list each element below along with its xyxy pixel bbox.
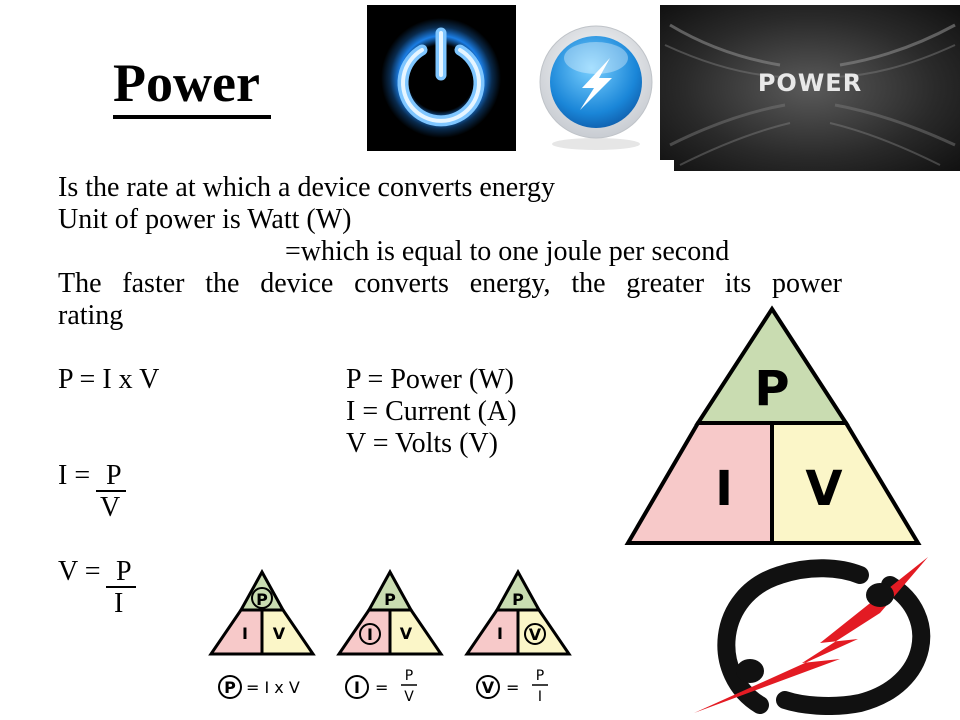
- arc-left: [717, 559, 869, 714]
- mini-label-v: V: [400, 624, 413, 643]
- mini-label-p: P: [256, 590, 268, 609]
- formula-voltage-numerator: P: [116, 556, 132, 587]
- definition-line: Is the rate at which a device converts e…: [58, 172, 556, 203]
- mini-label-i: I: [367, 625, 373, 644]
- lightning-logo: [694, 557, 931, 715]
- mini-label-p: P: [512, 590, 524, 609]
- mini-eq-numerator: P: [405, 668, 413, 684]
- banner-title: POWER: [757, 69, 863, 97]
- mini-eq-numerator: P: [536, 668, 544, 684]
- mini-label-i: I: [242, 624, 248, 643]
- mini-eq-symbol: P: [224, 678, 236, 697]
- faster-line: The faster the device converts energy, t…: [58, 268, 842, 299]
- title-underline: [113, 115, 271, 119]
- power-button-image: [367, 5, 516, 151]
- mini-triangle-voltage: P I V V = P I: [464, 568, 572, 705]
- mini-triangle-current: P I V I = P V: [336, 568, 444, 705]
- arc-right: [776, 576, 931, 715]
- rating-line: rating: [58, 300, 124, 331]
- left-fist-icon: [736, 659, 764, 683]
- power-banner-graphic: [660, 5, 960, 171]
- mini-eq-symbol: V: [482, 678, 495, 697]
- mini-eq-denominator: I: [538, 689, 542, 705]
- legend-power: P = Power (W): [346, 364, 514, 395]
- formula-voltage-denominator: I: [114, 588, 124, 619]
- fraction-bar: [96, 490, 126, 492]
- power-button-icon: [381, 18, 501, 138]
- svg-text:=: =: [375, 678, 388, 697]
- mini-label-v: V: [529, 625, 542, 644]
- svg-text:=: =: [506, 678, 519, 697]
- formula-power: P = I x V: [58, 364, 160, 395]
- page-title: Power: [113, 53, 260, 113]
- triangle-label-v: V: [805, 461, 842, 517]
- formula-voltage-lhs: V =: [58, 556, 101, 587]
- mini-eq-symbol: I: [354, 678, 360, 697]
- piv-triangle-diagram: P I V: [624, 305, 922, 545]
- lightning-orb-image: [536, 22, 656, 152]
- legend-volts: V = Volts (V): [346, 428, 498, 459]
- triangle-left-section: [624, 421, 774, 545]
- triangle-label-p: P: [754, 361, 789, 417]
- formula-current-denominator: V: [100, 492, 121, 523]
- formula-current-numerator: P: [106, 460, 122, 491]
- mini-triangle-power: P I V P = I x V: [208, 568, 316, 699]
- mini-eq-rhs: = I x V: [246, 678, 300, 697]
- triangle-label-i: I: [715, 461, 733, 517]
- legend-current: I = Current (A): [346, 396, 517, 427]
- fraction-bar: [106, 586, 136, 588]
- formula-current-lhs: I =: [58, 460, 91, 491]
- unit-line: Unit of power is Watt (W): [58, 204, 352, 235]
- joule-line: =which is equal to one joule per second: [285, 236, 730, 267]
- mini-label-v: V: [273, 624, 286, 643]
- mini-eq-denominator: V: [404, 689, 414, 705]
- lightning-orb-icon: [539, 25, 653, 150]
- triangle-right-section: [770, 421, 922, 545]
- mini-label-i: I: [497, 624, 503, 643]
- mini-label-p: P: [384, 590, 396, 609]
- power-banner-image: POWER: [660, 5, 960, 171]
- right-fist-icon: [866, 583, 894, 607]
